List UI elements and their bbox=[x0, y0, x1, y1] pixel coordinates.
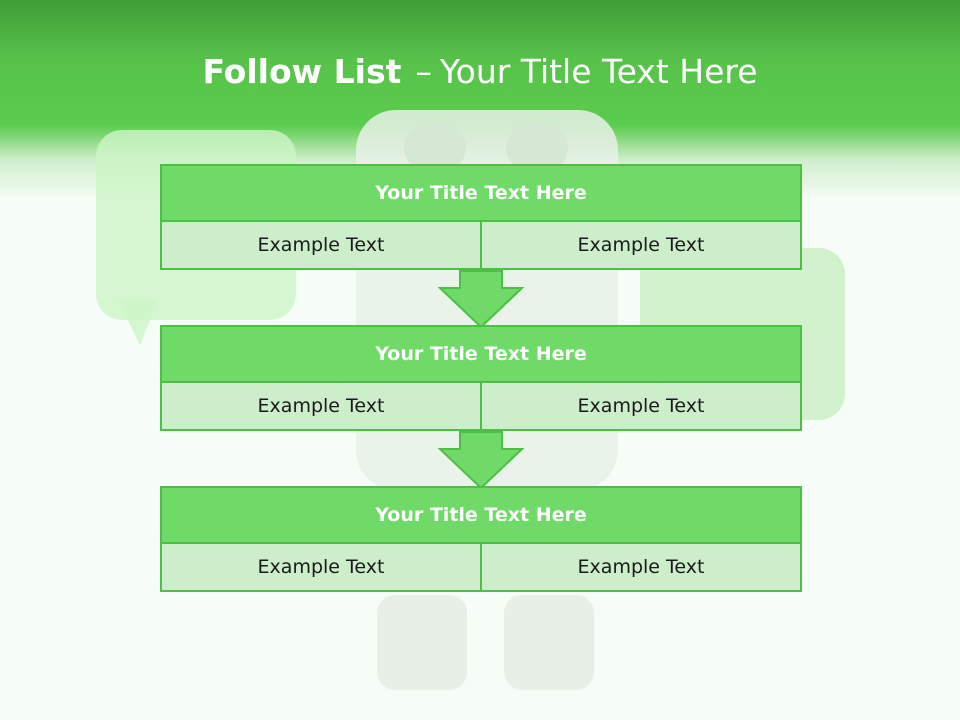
background-robot-leg-left bbox=[377, 595, 467, 690]
down-arrow-icon bbox=[438, 431, 524, 489]
step-box-2: Your Title Text Here Example Text Exampl… bbox=[160, 325, 802, 431]
background-robot-leg-right bbox=[504, 595, 594, 690]
step-cell-left: Example Text bbox=[257, 395, 385, 417]
step-box-1: Your Title Text Here Example Text Exampl… bbox=[160, 164, 802, 270]
step-title: Your Title Text Here bbox=[162, 488, 800, 544]
step-title: Your Title Text Here bbox=[162, 166, 800, 222]
step-title: Your Title Text Here bbox=[162, 327, 800, 383]
step-cell-right: Example Text bbox=[480, 383, 800, 429]
background-speech-bubble-left-tail bbox=[118, 300, 158, 345]
slide-title-bold: Follow List bbox=[202, 52, 402, 91]
step-cell-left: Example Text bbox=[257, 234, 385, 256]
step-row: Example Text Example Text bbox=[162, 383, 800, 429]
step-row: Example Text Example Text bbox=[162, 222, 800, 268]
slide-title: Follow List–Your Title Text Here bbox=[0, 52, 960, 91]
slide-title-rest: Your Title Text Here bbox=[439, 52, 758, 91]
step-cell-left: Example Text bbox=[257, 556, 385, 578]
slide-title-dash: – bbox=[415, 52, 432, 91]
step-row: Example Text Example Text bbox=[162, 544, 800, 590]
step-cell-right: Example Text bbox=[480, 544, 800, 590]
down-arrow-icon bbox=[438, 270, 524, 328]
step-cell-right: Example Text bbox=[480, 222, 800, 268]
step-box-3: Your Title Text Here Example Text Exampl… bbox=[160, 486, 802, 592]
